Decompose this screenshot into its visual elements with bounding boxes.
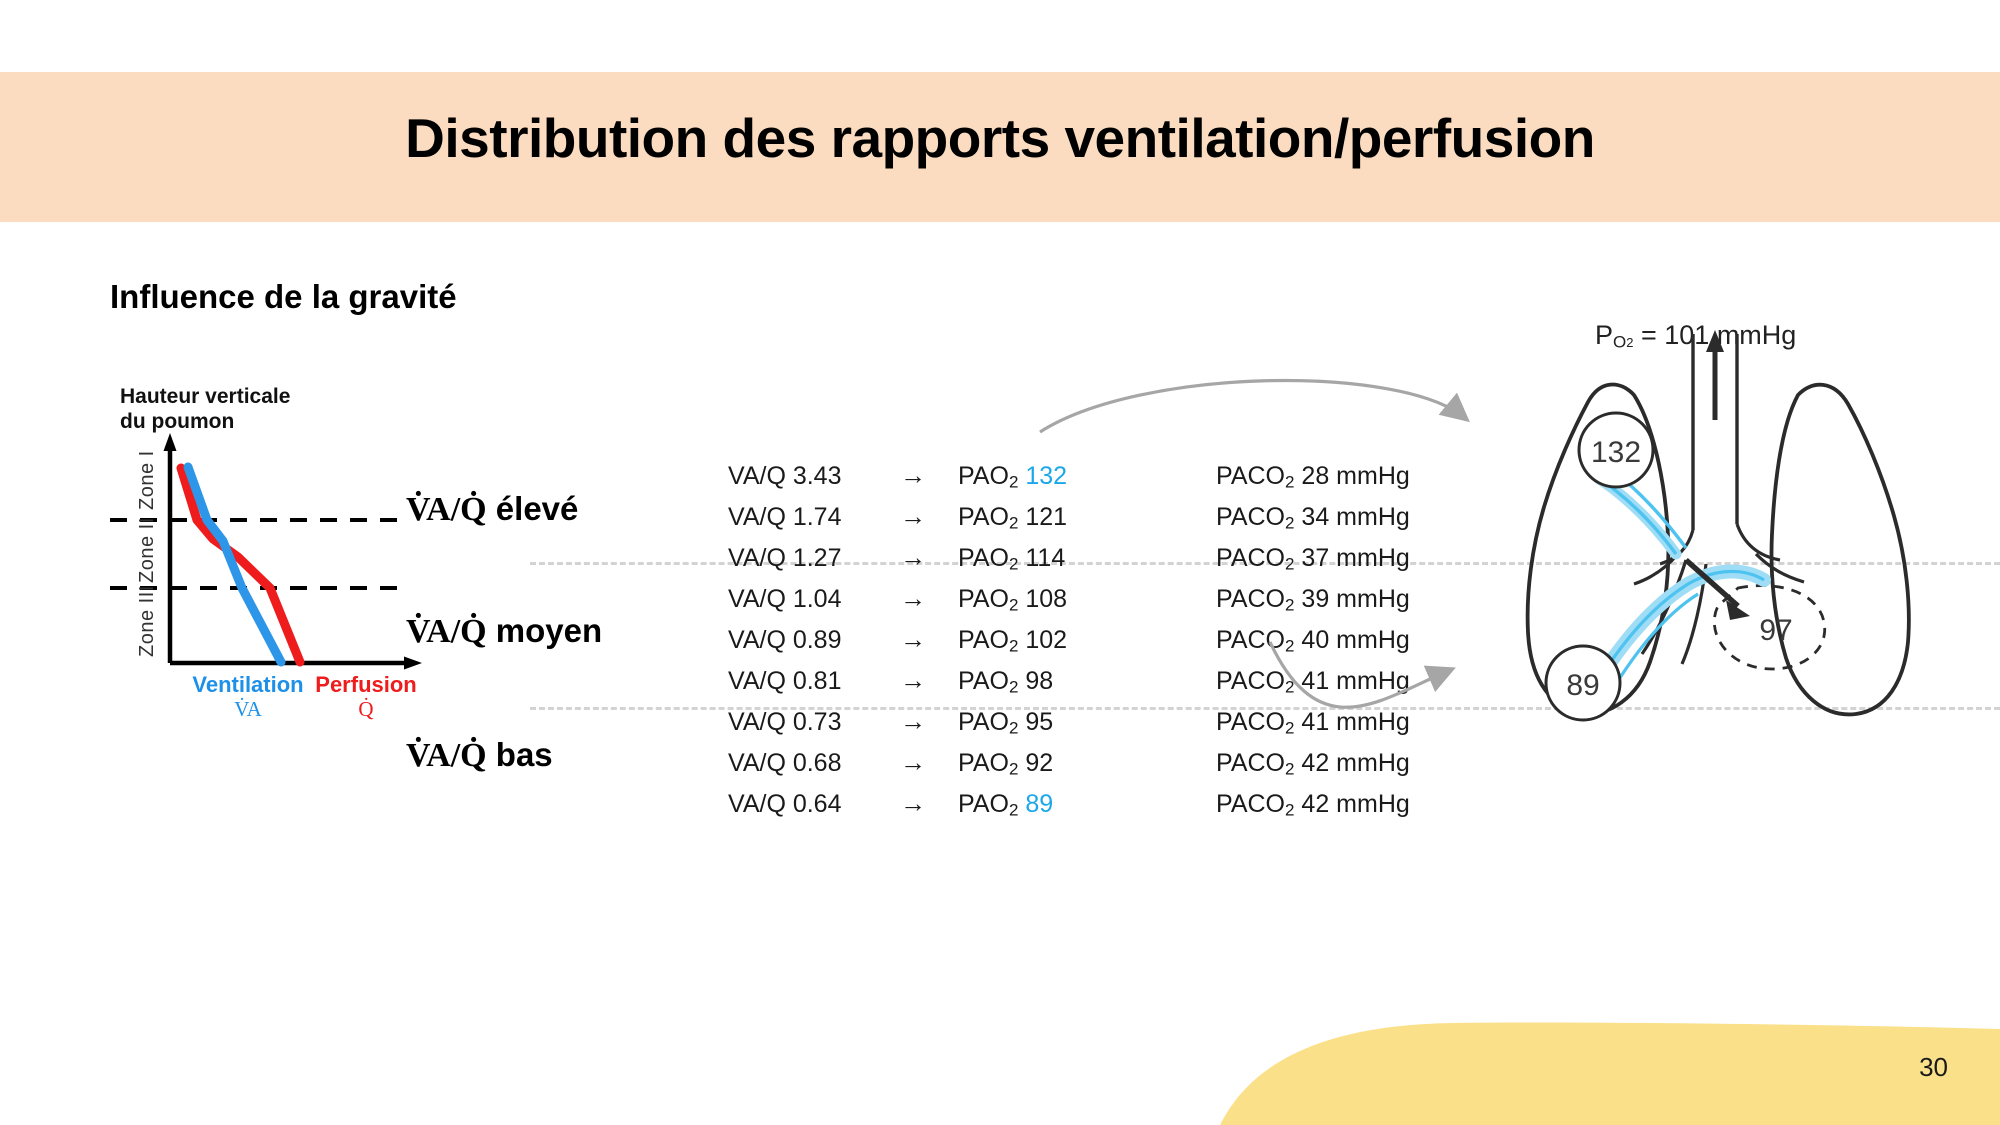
cell-paco2: PACO2 39 mmHg [1216, 585, 1410, 615]
arrow-icon: → [900, 788, 926, 818]
vq-symbol: V̇A/Q̇ [406, 737, 487, 774]
cell-pao2: PAO2 114 [958, 544, 1066, 574]
cell-pao2: PAO2 132 [958, 462, 1068, 492]
arrow-icon: → [900, 542, 926, 572]
table-row: VA/Q 1.27 → PAO2 114 PACO2 37 mmHg [728, 544, 1516, 585]
table-row: VA/Q 0.81 → PAO2 98 PACO2 41 mmHg [728, 667, 1516, 708]
airflow-arrow [1706, 330, 1724, 420]
marker-base: 89 [1544, 644, 1622, 722]
vq-symbol: V̇A/Q̇ [406, 613, 487, 650]
marker-arterial-value: 97 [1759, 614, 1792, 647]
marker-base-value: 89 [1566, 669, 1599, 702]
connector-bottom [1268, 641, 1456, 709]
zone-divider-lower [530, 707, 2000, 710]
cell-pao2: PAO2 102 [958, 626, 1068, 656]
zone-label-2: Zone II [136, 517, 158, 583]
cell-pao2: PAO2 95 [958, 708, 1054, 738]
footer-decoration [1220, 1003, 2000, 1125]
cell-pao2: PAO2 98 [958, 667, 1054, 697]
legend-ventilation: Ventilation V̇A [188, 672, 308, 721]
cell-pao2: PAO2 92 [958, 749, 1054, 779]
cell-vq-ratio: VA/Q 0.89 [728, 626, 842, 654]
vq-category-label: bas [495, 736, 553, 773]
mixing-arrow [1684, 557, 1750, 620]
cell-vq-ratio: VA/Q 1.04 [728, 585, 842, 613]
cell-paco2: PACO2 41 mmHg [1216, 667, 1410, 697]
cell-vq-ratio: VA/Q 1.74 [728, 503, 842, 531]
zone-label-1: Zone I [136, 450, 158, 510]
vq-category-high: V̇A/Q̇ élevé [406, 490, 578, 529]
chart-canvas [110, 433, 422, 670]
cell-vq-ratio: VA/Q 3.43 [728, 462, 842, 490]
cell-vq-ratio: VA/Q 1.27 [728, 544, 842, 572]
vq-category-medium: V̇A/Q̇ moyen [406, 612, 602, 651]
cell-pao2: PAO2 121 [958, 503, 1068, 533]
title-band [0, 72, 2000, 222]
arrow-icon: → [900, 665, 926, 695]
vq-symbol: V̇A/Q̇ [406, 491, 487, 528]
connector-arrows [1039, 378, 1470, 709]
table-row: VA/Q 1.04 → PAO2 108 PACO2 39 mmHg [728, 585, 1516, 626]
cell-vq-ratio: VA/Q 0.73 [728, 708, 842, 736]
cell-paco2: PACO2 37 mmHg [1216, 544, 1410, 574]
table-row: VA/Q 1.74 → PAO2 121 PACO2 34 mmHg [728, 503, 1516, 544]
right-lung-outline [1769, 382, 1911, 717]
ventilation-curve [183, 462, 286, 667]
cell-vq-ratio: VA/Q 0.81 [728, 667, 842, 695]
cell-paco2: PACO2 42 mmHg [1216, 790, 1410, 820]
po2-sub-o: O [1613, 332, 1627, 352]
chart-zone-dividers [110, 518, 410, 590]
cell-paco2: PACO2 28 mmHg [1216, 462, 1410, 492]
table-row: VA/Q 0.64 → PAO2 89 PACO2 42 mmHg [728, 790, 1516, 831]
page-number: 30 [1919, 1052, 1948, 1082]
chart-y-axis-title: Hauteur verticale du poumon [120, 385, 291, 433]
marker-apex: 132 [1577, 411, 1655, 489]
cell-paco2: PACO2 34 mmHg [1216, 503, 1410, 533]
legend-perfusion-name: Perfusion [315, 672, 417, 697]
arrow-icon: → [900, 624, 926, 654]
arrow-icon: → [900, 747, 926, 777]
zone-label-3: Zone III [136, 585, 158, 657]
cell-vq-ratio: VA/Q 0.68 [728, 749, 842, 777]
arrow-icon: → [900, 501, 926, 531]
section-subtitle: Influence de la gravité [110, 278, 457, 315]
cell-paco2: PACO2 41 mmHg [1216, 708, 1410, 738]
zone-divider-upper [530, 562, 2000, 565]
po2-sub-2: 2 [1626, 334, 1634, 350]
po2-prefix: P [1595, 320, 1614, 350]
page-title: Distribution des rapports ventilation/pe… [405, 107, 1595, 169]
marker-apex-value: 132 [1591, 436, 1641, 469]
cell-paco2: PACO2 42 mmHg [1216, 749, 1410, 779]
chart-axes [163, 433, 422, 670]
table-row: VA/Q 0.68 → PAO2 92 PACO2 42 mmHg [728, 749, 1516, 790]
lung-diagram: 132 89 97 [1525, 330, 1911, 722]
legend-perfusion-symbol: Q̇ [358, 696, 374, 721]
gravity-influence-chart: Hauteur verticale du poumon Zone I Zone … [110, 385, 520, 925]
vq-category-label: moyen [495, 612, 603, 649]
trachea [1691, 334, 1739, 530]
vq-category-label: élevé [495, 490, 579, 527]
cell-vq-ratio: VA/Q 0.64 [728, 790, 842, 818]
dashed-region [1712, 584, 1827, 671]
cell-pao2: PAO2 89 [958, 790, 1054, 820]
legend-ventilation-name: Ventilation [192, 672, 304, 697]
cell-pao2: PAO2 108 [958, 585, 1068, 615]
arrow-icon: → [900, 460, 926, 490]
table-row: VA/Q 0.73 → PAO2 95 PACO2 41 mmHg [728, 708, 1516, 749]
arrow-icon: → [900, 706, 926, 736]
table-row: VA/Q 3.43 → PAO2 132 PACO2 28 mmHg [728, 462, 1516, 503]
vq-category-low: V̇A/Q̇ bas [406, 736, 553, 775]
arrow-icon: → [900, 583, 926, 613]
legend-perfusion: Perfusion Q̇ [306, 672, 426, 721]
legend-ventilation-symbol: V̇A [234, 696, 262, 721]
connector-top [1039, 378, 1470, 434]
